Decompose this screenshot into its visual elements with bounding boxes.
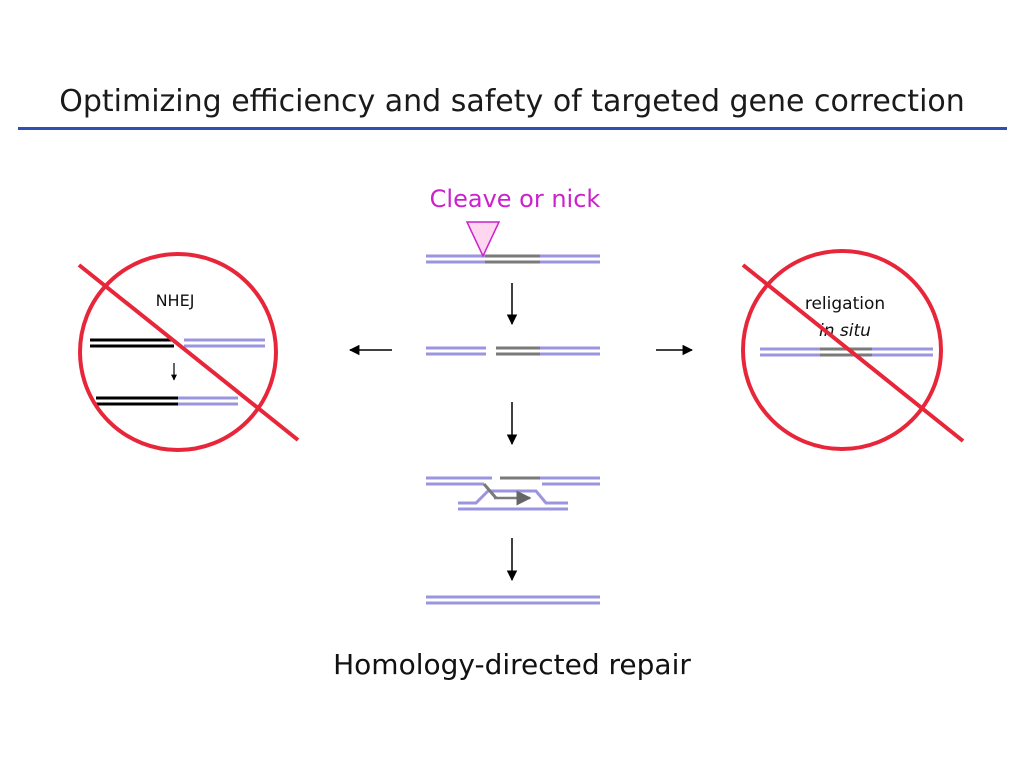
triangle-down-icon bbox=[465, 221, 501, 258]
strand-invasion-intermediate bbox=[426, 476, 600, 511]
slide-title: Optimizing efficiency and safety of targ… bbox=[59, 84, 965, 119]
cleave-or-nick-label: Cleave or nick bbox=[429, 185, 601, 213]
prohibition-sign-icon bbox=[77, 252, 300, 452]
religation-label: religation bbox=[804, 294, 886, 314]
nhej-panel bbox=[90, 338, 265, 406]
homology-directed-repair-label: Homology-directed repair bbox=[333, 648, 691, 681]
prohibition-sign-icon bbox=[741, 249, 965, 451]
cleaved-dna bbox=[426, 346, 600, 356]
repaired-dna bbox=[426, 595, 600, 605]
title-underline bbox=[18, 127, 1007, 130]
intact-target-dna bbox=[426, 254, 600, 264]
nhej-label: NHEJ bbox=[155, 291, 195, 310]
